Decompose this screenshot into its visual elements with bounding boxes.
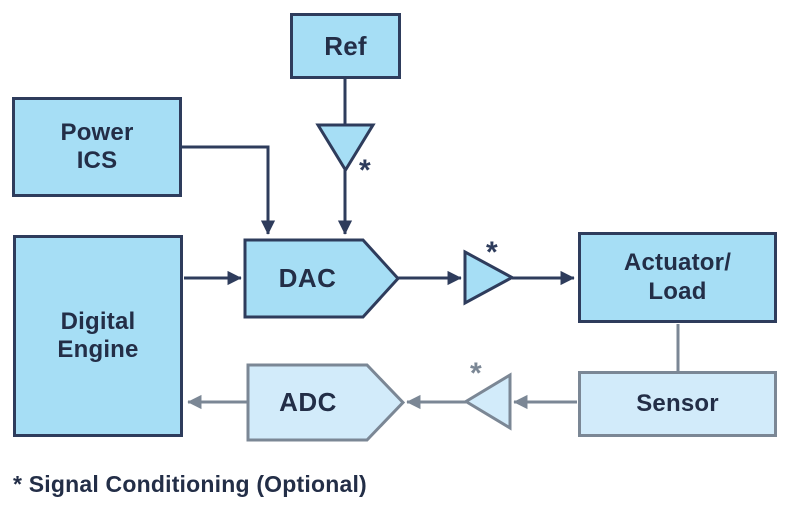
power-ics-label-line2: ICS <box>76 147 118 174</box>
sensor-label: Sensor <box>636 389 719 417</box>
actuator-load-label-line2: Load <box>648 277 707 305</box>
adc-block <box>246 363 406 442</box>
footnote: * Signal Conditioning (Optional) <box>13 471 367 497</box>
connector-power-to-dac-arrow <box>182 145 276 235</box>
power-ics-label-line1: Power <box>60 118 134 146</box>
power-ics-block: Power ICS <box>12 97 182 197</box>
ref-label: Ref <box>324 30 367 61</box>
forward-amp-icon <box>463 249 516 306</box>
actuator-load-label-line1: Actuator/ <box>623 249 732 277</box>
dac-block <box>243 238 401 319</box>
ref-block: Ref <box>290 13 401 79</box>
actuator-load-block: Actuator/ Load <box>578 232 777 323</box>
digital-engine-label-line2: Engine <box>57 336 139 363</box>
digital-engine-label-line1: Digital <box>60 307 136 335</box>
feedback-amp-icon <box>463 372 512 431</box>
sensor-block: Sensor <box>578 371 777 437</box>
ref-buffer-amp-icon <box>315 123 376 173</box>
digital-engine-block: Digital Engine <box>13 235 183 437</box>
